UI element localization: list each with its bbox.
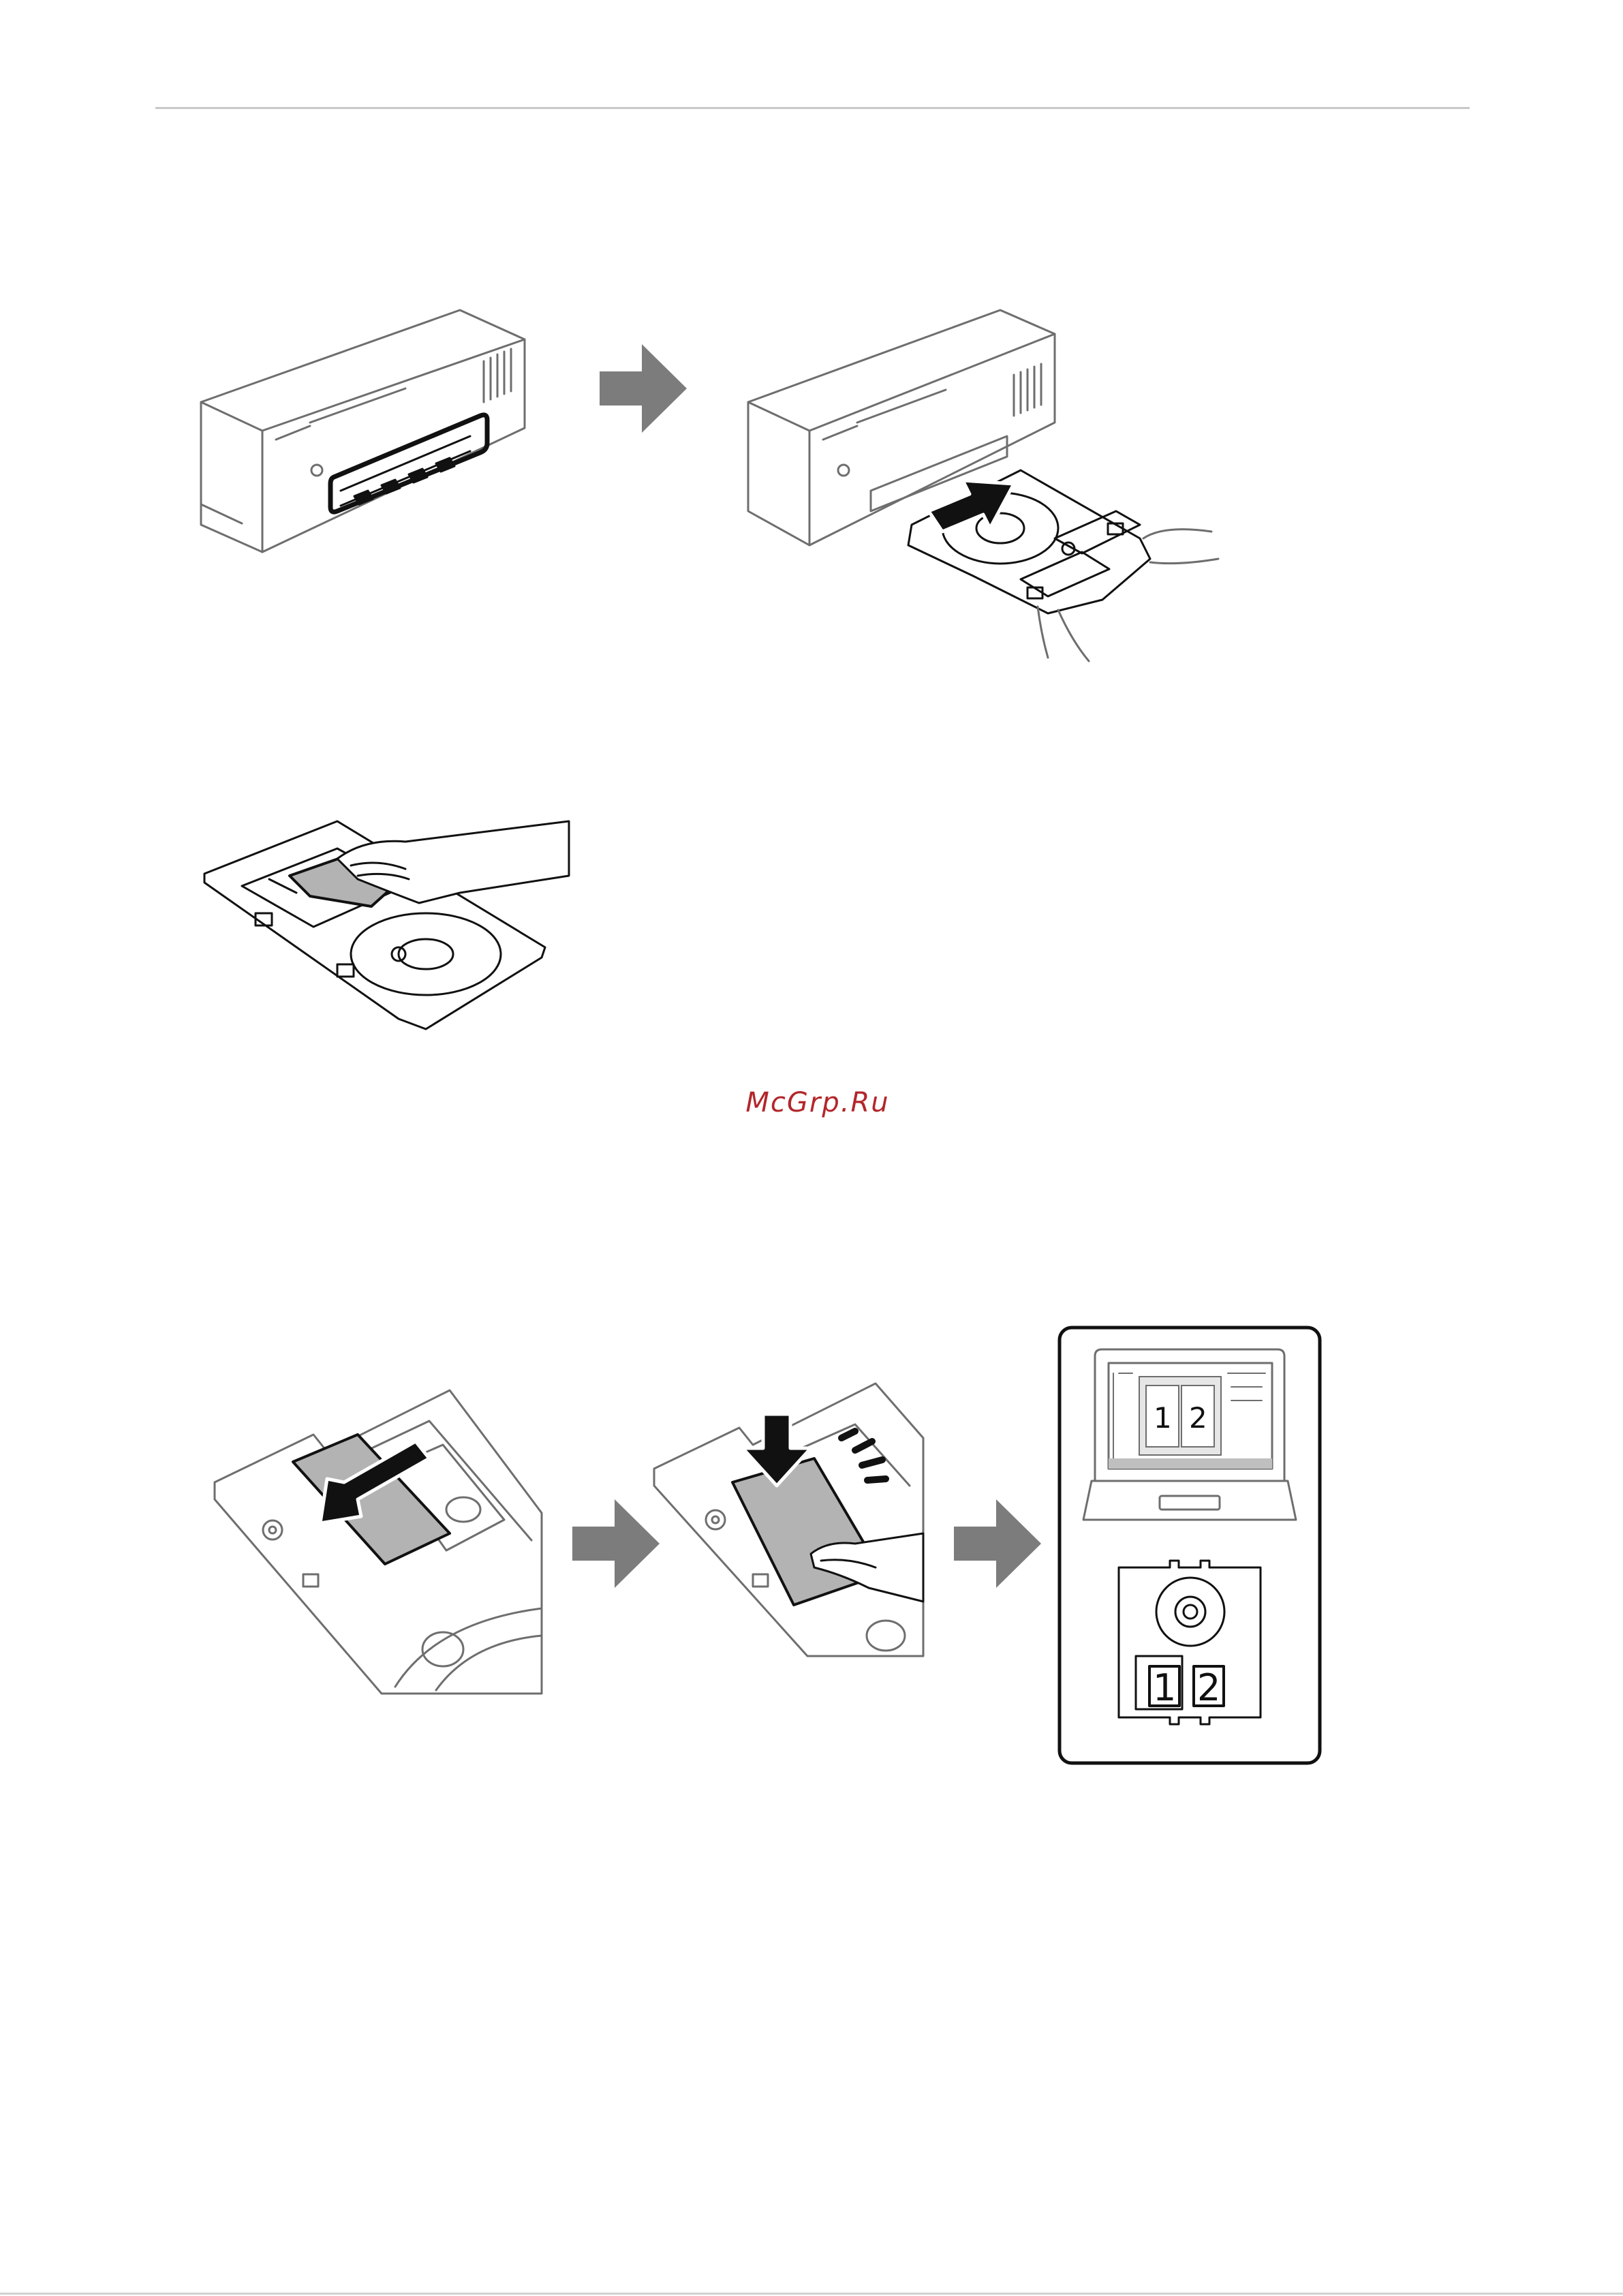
- right-arrow-icon: [600, 344, 687, 433]
- tray-page-2-label: 2: [1197, 1666, 1220, 1709]
- screen-page-1-label: 1: [1154, 1401, 1172, 1435]
- footer-rule: [0, 2293, 1623, 2295]
- right-arrow-icon: [954, 1499, 1041, 1588]
- right-arrow-icon: [572, 1499, 660, 1588]
- watermark-text: McGrp.Ru: [681, 1087, 954, 1118]
- tray-page-1-label: 1: [1153, 1666, 1176, 1709]
- printer-tray-slot-figure: [201, 307, 528, 555]
- tray-removal-figure: [748, 307, 1218, 661]
- paper-insert-figure: [211, 1377, 542, 1694]
- paper-press-figure: [651, 1370, 930, 1683]
- tray-cleaning-figure: [201, 811, 583, 1039]
- screen-page-2-label: 2: [1189, 1401, 1207, 1435]
- print-result-figure: 1 2 1 2: [1057, 1326, 1322, 1765]
- header-rule: [155, 107, 1470, 109]
